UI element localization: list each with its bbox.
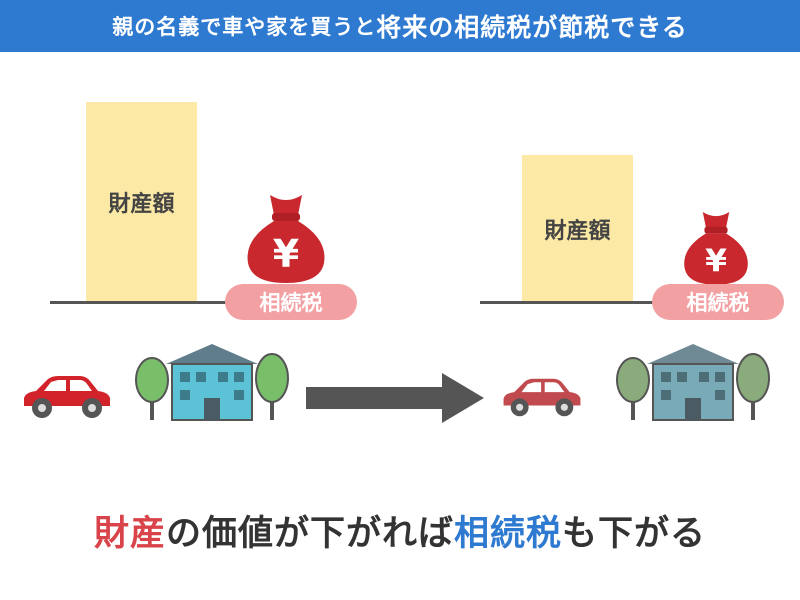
tax-pill-before: 相続税 [225, 284, 357, 320]
baseline-after [480, 301, 780, 304]
car-icon-after [503, 378, 581, 417]
baseline-before [50, 301, 350, 304]
building-with-trees-icon [135, 344, 289, 421]
money-bag-icon: ¥ [247, 195, 325, 283]
asset-bar-before: 財産額 [86, 102, 197, 302]
tax-label-before: 相続税 [259, 291, 323, 315]
yen-symbol-before: ¥ [273, 232, 299, 276]
title-part1: 親の名義で車や家を買うと [112, 15, 377, 39]
tax-label-after: 相続税 [686, 291, 750, 315]
conclusion-text: 財産の価値が下がれば相続税も下がる [0, 505, 800, 556]
title-part2: 将来の相続税が節税できる [376, 13, 688, 42]
conclusion-middle: の価値が下がれば [165, 514, 454, 554]
conclusion-end: も下がる [562, 514, 707, 554]
yen-symbol-after: ¥ [705, 243, 727, 279]
asset-bar-after: 財産額 [522, 155, 633, 302]
title-banner: 親の名義で車や家を買うと将来の相続税が節税できる [0, 0, 800, 52]
building-with-trees-icon-after [616, 344, 770, 421]
tax-pill-after: 相続税 [652, 284, 784, 320]
conclusion-asset: 財産 [93, 514, 166, 554]
right-arrow-icon [306, 373, 484, 423]
conclusion-tax: 相続税 [454, 514, 563, 554]
money-bag-icon-small: ¥ [684, 211, 748, 285]
car-icon [24, 376, 110, 418]
asset-label-before: 財産額 [108, 192, 175, 217]
asset-label-after: 財産額 [544, 218, 611, 244]
